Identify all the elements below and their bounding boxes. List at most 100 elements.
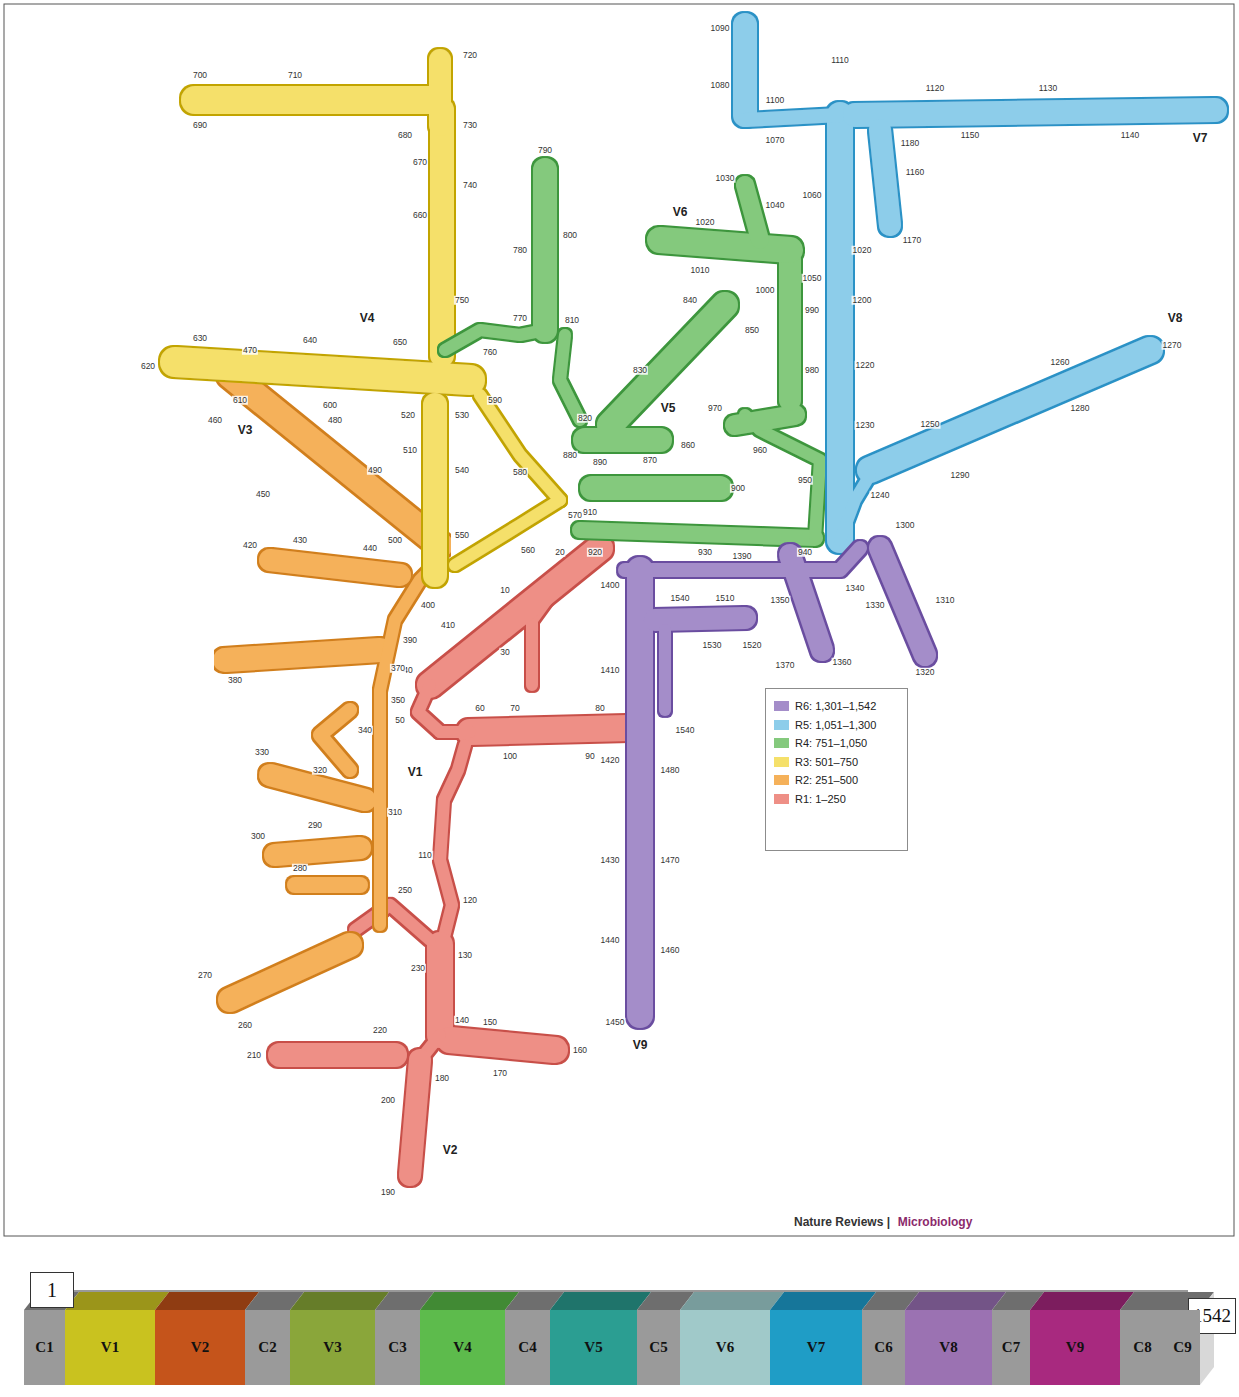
region-segment: V6 [680,1310,770,1385]
position-number: 830 [632,366,648,375]
position-number: 980 [804,366,820,375]
position-number: 430 [292,536,308,545]
region-r2-strand [225,375,440,1000]
position-number: 1340 [845,584,866,593]
variable-region-label: V9 [633,1039,648,1051]
position-number: 1010 [690,266,711,275]
legend-box: R6: 1,301–1,542R5: 1,051–1,300R4: 751–1,… [765,688,908,851]
position-number: 1280 [1070,404,1091,413]
position-number: 1520 [742,641,763,650]
region-name: C6 [874,1339,892,1356]
position-number: 310 [387,808,403,817]
position-number: 1470 [660,856,681,865]
region-name: C8 [1133,1339,1151,1356]
region-name: C9 [1173,1339,1191,1356]
position-number: 1090 [710,24,731,33]
position-number: 340 [357,726,373,735]
region-r5-strand [745,25,1215,540]
position-number: 970 [707,404,723,413]
position-number: 380 [227,676,243,685]
position-number: 140 [454,1016,470,1025]
region-segment: V1 [65,1310,155,1385]
region-name: V3 [323,1339,341,1356]
region-name: C1 [35,1339,53,1356]
position-number: 530 [454,411,470,420]
legend-text: R3: 501–750 [795,756,858,768]
position-number: 900 [730,484,746,493]
range-end-number: 1 [47,1279,57,1302]
position-number: 450 [255,490,271,499]
position-number: 520 [400,411,416,420]
legend-text: R5: 1,051–1,300 [795,719,876,731]
position-number: 1290 [950,471,971,480]
position-number: 250 [397,886,413,895]
position-number: 210 [246,1051,262,1060]
position-number: 950 [797,476,813,485]
region-segment: C4 [505,1310,550,1385]
position-number: 680 [397,131,413,140]
position-number: 1170 [902,236,922,245]
position-number: 350 [390,696,406,705]
position-number: 260 [237,1021,253,1030]
position-number: 100 [502,752,518,761]
position-number: 440 [362,544,378,553]
position-number: 490 [367,466,383,475]
position-number: 50 [394,716,405,725]
position-number: 110 [417,851,433,860]
position-number: 1310 [935,596,956,605]
legend-row: R2: 251–500 [774,771,899,790]
position-number: 170 [492,1069,508,1078]
position-number: 300 [250,832,266,841]
region-segment: C3 [375,1310,420,1385]
variable-region-label: V2 [443,1144,458,1156]
position-number: 560 [520,546,536,555]
position-number: 1300 [895,521,916,530]
position-number: 80 [594,704,605,713]
variable-region-label: V8 [1168,312,1183,324]
position-number: 120 [462,896,478,905]
position-number: 800 [562,231,578,240]
position-number: 70 [509,704,520,713]
legend-row: R4: 751–1,050 [774,734,899,753]
position-number: 1480 [660,766,681,775]
position-number: 1100 [765,96,785,105]
region-name: C3 [388,1339,406,1356]
range-end-box: 1 [30,1272,74,1308]
legend-swatch [774,775,789,785]
position-number: 230 [410,964,426,973]
position-number: 1040 [765,201,786,210]
position-number: 1020 [852,246,873,255]
position-number: 1240 [870,491,891,500]
legend-row: R1: 1–250 [774,790,899,809]
position-number: 1390 [732,552,753,561]
legend-swatch [774,738,789,748]
position-number: 10 [499,586,510,595]
region-name: C5 [649,1339,667,1356]
position-number: 700 [192,71,208,80]
position-number: 1370 [775,661,796,670]
position-number: 30 [499,648,510,657]
position-number: 990 [804,306,820,315]
position-number: 330 [254,748,270,757]
position-number: 570 [567,511,583,520]
position-number: 590 [487,396,503,405]
position-number: 1180 [900,139,920,148]
position-number: 1450 [605,1018,626,1027]
position-number: 20 [554,548,565,557]
position-number: 670 [412,158,428,167]
position-number: 610 [232,396,248,405]
position-number: 1030 [715,174,736,183]
position-number: 1420 [600,756,621,765]
position-number: 1260 [1050,358,1071,367]
position-number: 1020 [695,218,716,227]
position-number: 930 [697,548,713,557]
position-number: 620 [140,362,156,371]
variable-region-label: V3 [238,424,253,436]
position-number: 390 [402,636,418,645]
position-number: 1330 [865,601,886,610]
region-name: V2 [191,1339,209,1356]
position-number: 90 [584,752,595,761]
region-name: V4 [453,1339,471,1356]
region-segment: V3 [290,1310,375,1385]
